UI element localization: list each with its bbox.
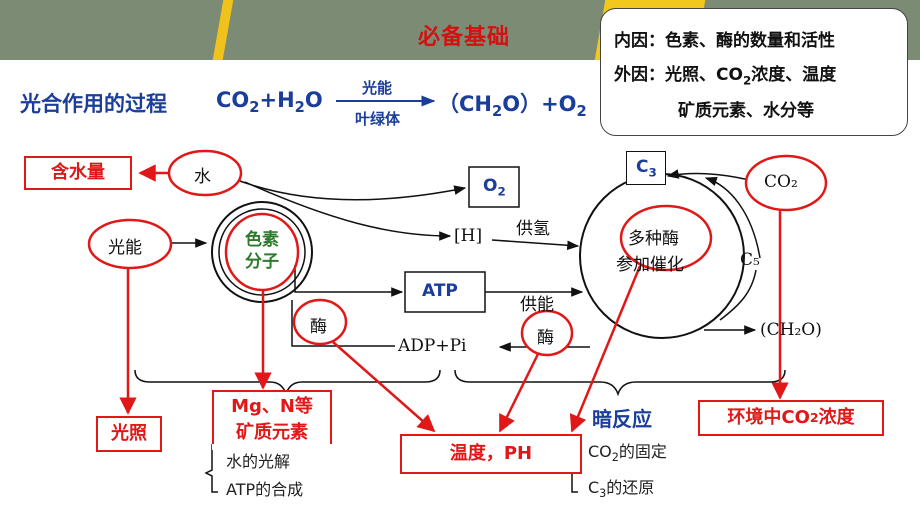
enzyme2-to-temp-arrow bbox=[498, 353, 540, 433]
water-to-o2-arrow bbox=[231, 177, 467, 201]
equation-label: 光合作用的过程 bbox=[20, 92, 167, 116]
atp-synthesis-item: ATP的合成 bbox=[226, 480, 304, 499]
internal-factors: 内因：色素、酶的数量和活性 bbox=[614, 31, 835, 51]
factors-callout bbox=[600, 8, 908, 136]
light-ellipse bbox=[87, 218, 173, 270]
temperature-ph-label: 温度，PH bbox=[400, 434, 582, 474]
light-list-bracket bbox=[204, 444, 218, 493]
dark-reaction-brace bbox=[454, 369, 786, 397]
illumination-label: 光照 bbox=[96, 416, 162, 452]
c3-box bbox=[626, 151, 666, 185]
mineral-box-overlap-mask bbox=[212, 444, 332, 450]
equation-condition-chloroplast: 叶绿体 bbox=[355, 110, 401, 128]
c3-reduction-item: C3的还原 bbox=[588, 478, 655, 501]
water-ellipse bbox=[167, 149, 243, 197]
equation-products: （CH2O）+O2 bbox=[438, 92, 587, 121]
external-factors-cont: 矿质元素、水分等 bbox=[678, 101, 814, 121]
multi-enzyme-line2: 参加催化 bbox=[616, 255, 684, 275]
ch2o-node: (CH₂O) bbox=[760, 320, 822, 340]
dark-reaction-label: 暗反应 bbox=[592, 407, 652, 431]
enzyme-node-1: 酶 bbox=[310, 317, 327, 337]
equation-reactants: CO2+H2O bbox=[216, 88, 323, 117]
light-node: 光能 bbox=[108, 238, 142, 258]
o2-node: O2 bbox=[483, 176, 506, 199]
c5-node: C₅ bbox=[740, 250, 760, 270]
o2-box bbox=[468, 166, 520, 208]
multi-enzyme-line1: 多种酶 bbox=[628, 229, 679, 249]
adp-return-line bbox=[291, 300, 395, 347]
co2-ellipse bbox=[744, 154, 828, 212]
c5-arrow bbox=[704, 176, 761, 259]
multi-enzyme-to-temp-arrow bbox=[569, 265, 642, 433]
h-to-cycle-arrow bbox=[491, 239, 580, 251]
enzyme-node-2: 酶 bbox=[537, 328, 554, 348]
water-node: 水 bbox=[194, 167, 211, 187]
pigment-molecule: 色素分子 bbox=[245, 230, 279, 272]
atp-node: ATP bbox=[422, 281, 458, 301]
multi-enzyme-ellipse bbox=[619, 204, 713, 272]
external-factors: 外因：光照、CO2浓度、温度 bbox=[614, 65, 837, 88]
co2-node: CO₂ bbox=[764, 172, 798, 192]
enzyme1-to-temp-arrow bbox=[332, 341, 436, 433]
c5-arc-lower bbox=[719, 269, 757, 321]
co2-fixation-item: CO2的固定 bbox=[588, 442, 667, 465]
slide-title: 必备基础 bbox=[418, 25, 511, 50]
h-node: [H] bbox=[454, 226, 483, 246]
enzyme1-ellipse bbox=[292, 298, 348, 346]
enzyme2-ellipse bbox=[520, 309, 574, 357]
pigment-to-atp-arrow bbox=[294, 265, 404, 297]
equation-condition-light: 光能 bbox=[362, 79, 393, 97]
mineral-label: Mg、N等矿质元素 bbox=[212, 390, 332, 450]
water-to-h-arrow bbox=[244, 181, 452, 241]
adp-pi-node: ADP+Pi bbox=[398, 336, 467, 356]
supply-h-label: 供氢 bbox=[516, 219, 550, 239]
supply-energy-label: 供能 bbox=[520, 295, 554, 315]
water-content-label: 含水量 bbox=[24, 156, 132, 190]
c3-node: C3 bbox=[636, 157, 657, 180]
water-photolysis-item: 水的光解 bbox=[226, 452, 291, 471]
